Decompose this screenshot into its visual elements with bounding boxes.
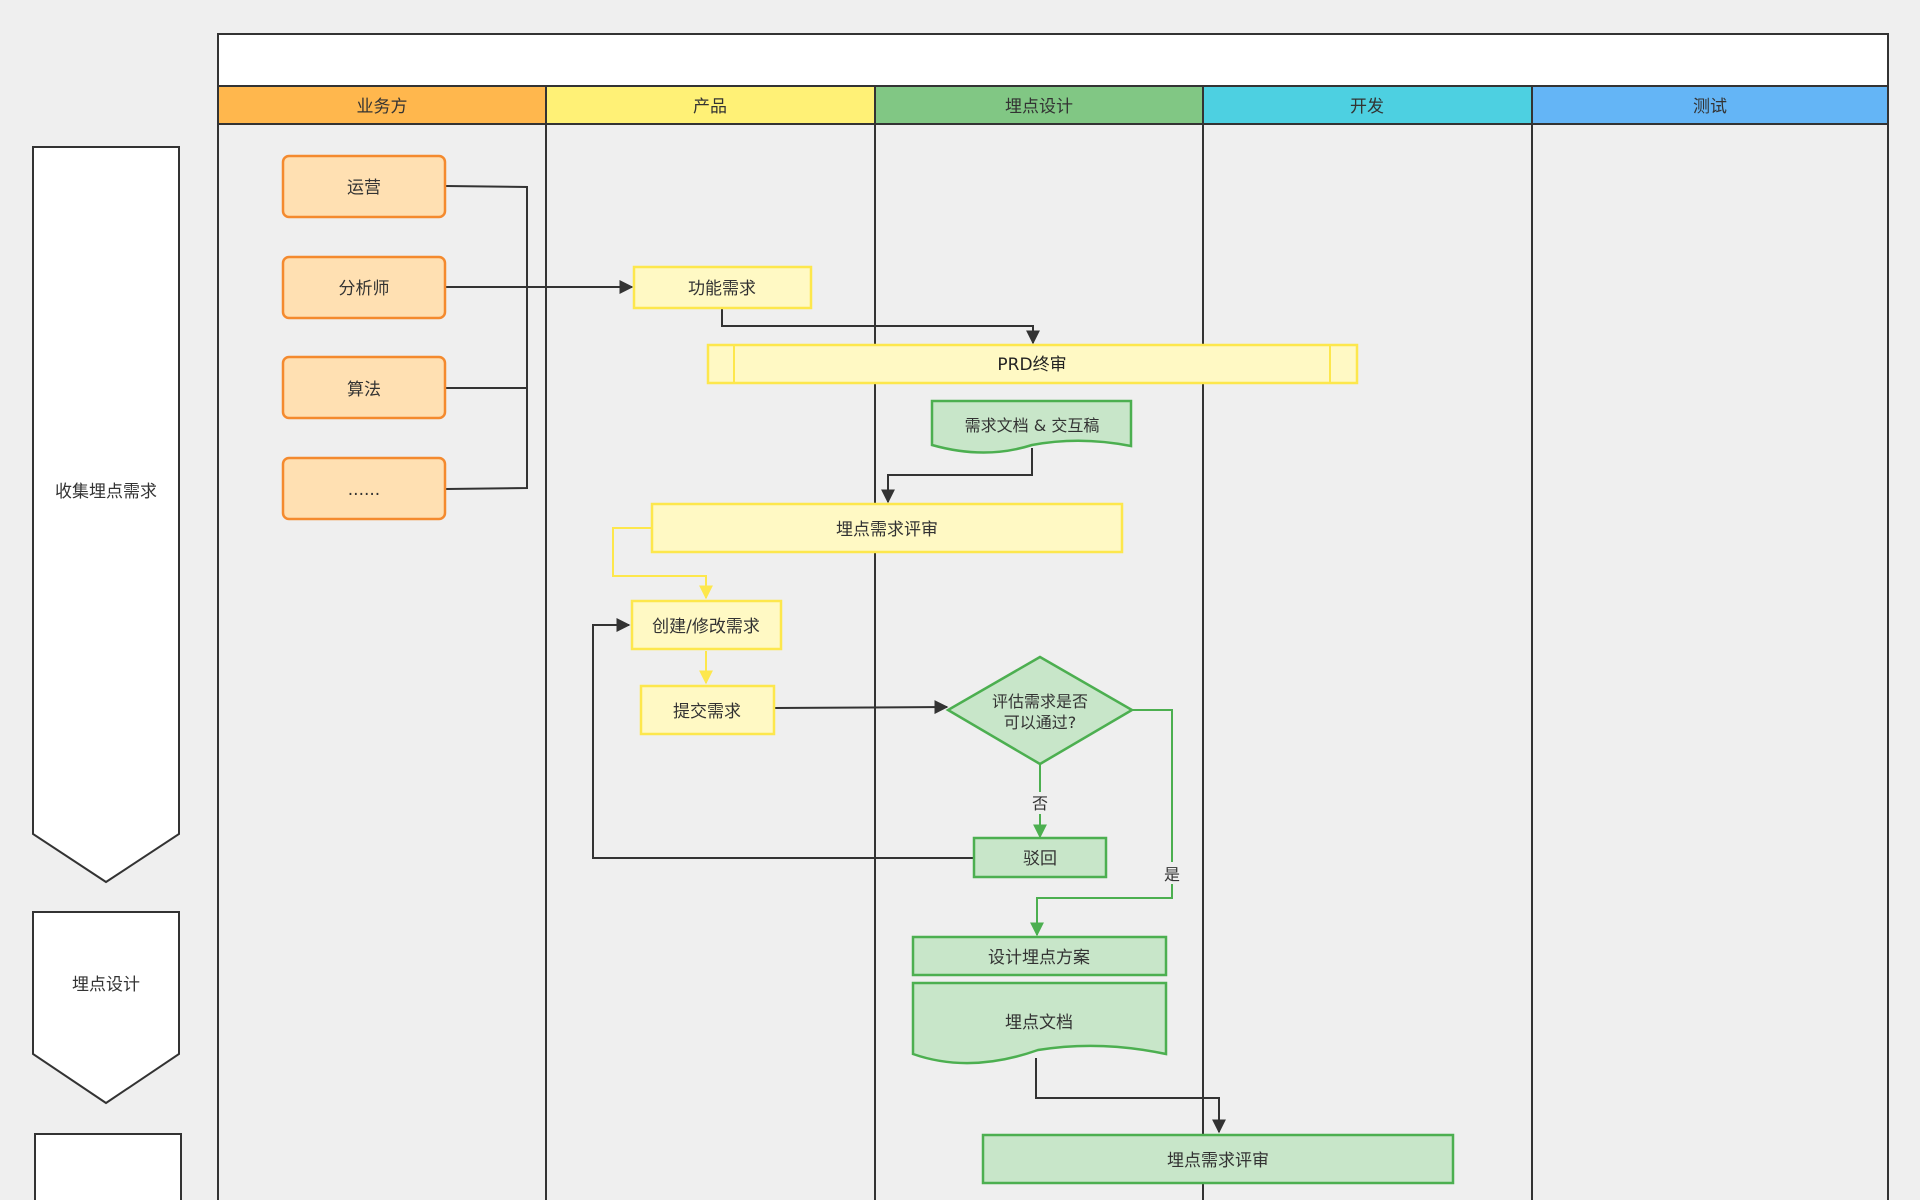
- node-more: ......: [281, 456, 447, 521]
- phase-label: 收集埋点需求: [55, 482, 157, 502]
- node-analyst: 分析师: [281, 255, 447, 320]
- svg-text:埋点文档: 埋点文档: [1005, 1013, 1073, 1033]
- lane-label: 业务方: [357, 97, 408, 117]
- edge-submit-to-evaluate: [774, 700, 949, 715]
- svg-text:......: ......: [348, 480, 380, 500]
- svg-text:埋点需求评审: 埋点需求评审: [836, 520, 938, 540]
- node-tracking-doc: 埋点文档: [911, 981, 1168, 1065]
- svg-text:评估需求是否: 评估需求是否: [992, 692, 1088, 711]
- svg-text:否: 否: [1032, 794, 1048, 813]
- edge-label-no: 否: [1030, 792, 1050, 814]
- edge-doc-to-review: [881, 448, 1033, 504]
- phase-label: 埋点设计: [72, 975, 140, 995]
- svg-text:创建/修改需求: 创建/修改需求: [652, 617, 760, 637]
- phase-collect-requirements: 收集埋点需求: [32, 146, 180, 884]
- svg-text:设计埋点方案: 设计埋点方案: [988, 948, 1090, 968]
- phase-tracking-design: 埋点设计: [32, 911, 180, 1105]
- svg-text:分析师: 分析师: [339, 279, 390, 299]
- svg-text:是: 是: [1164, 865, 1180, 884]
- lane-label: 产品: [693, 97, 727, 117]
- node-algorithm: 算法: [281, 355, 447, 420]
- node-functional-requirement: 功能需求: [632, 265, 813, 310]
- svg-text:功能需求: 功能需求: [688, 279, 756, 299]
- lane-header-product: 产品: [545, 85, 876, 125]
- edge-reject-to-create: [592, 618, 973, 859]
- lane-header-business: 业务方: [217, 85, 547, 125]
- lane-label: 埋点设计: [1005, 97, 1073, 117]
- pool-title-bar: [217, 33, 1889, 87]
- node-ops: 运营: [281, 154, 447, 219]
- lane-header-testing: 测试: [1531, 85, 1889, 125]
- svg-text:PRD终审: PRD终审: [997, 355, 1066, 375]
- svg-text:算法: 算法: [347, 380, 381, 400]
- lane-header-development: 开发: [1202, 85, 1533, 125]
- edge-review-to-create: [612, 527, 713, 600]
- svg-text:埋点需求评审: 埋点需求评审: [1167, 1151, 1269, 1171]
- edge-doc-to-review-2: [1035, 1058, 1226, 1134]
- lane-header-tracking-design: 埋点设计: [874, 85, 1204, 125]
- edge-evaluate-yes: [1030, 709, 1173, 937]
- node-submit-requirement: 提交需求: [639, 684, 776, 736]
- phase-next: [34, 1133, 182, 1200]
- svg-text:可以通过?: 可以通过?: [1004, 713, 1077, 732]
- edge-ops-merge: [445, 185, 528, 490]
- node-reject: 驳回: [972, 836, 1108, 879]
- svg-text:运营: 运营: [347, 178, 381, 198]
- node-create-modify-requirement: 创建/修改需求: [630, 599, 783, 651]
- node-prd-final-review: PRD终审: [706, 343, 1359, 385]
- node-evaluate-decision: 评估需求是否 可以通过?: [945, 655, 1135, 766]
- svg-text:驳回: 驳回: [1023, 849, 1057, 869]
- node-tracking-review-2: 埋点需求评审: [981, 1133, 1455, 1185]
- node-design-tracking-plan: 设计埋点方案: [911, 935, 1168, 977]
- svg-text:提交需求: 提交需求: [673, 702, 741, 722]
- edge-label-yes: 是: [1162, 862, 1182, 884]
- node-tracking-review-1: 埋点需求评审: [650, 502, 1124, 554]
- svg-text:需求文档 & 交互稿: 需求文档 & 交互稿: [965, 416, 1100, 435]
- lane-label: 开发: [1350, 97, 1384, 117]
- node-requirement-doc: 需求文档 & 交互稿: [930, 399, 1133, 454]
- edge-func-req-to-prd: [721, 308, 1040, 345]
- lane-label: 测试: [1693, 97, 1727, 117]
